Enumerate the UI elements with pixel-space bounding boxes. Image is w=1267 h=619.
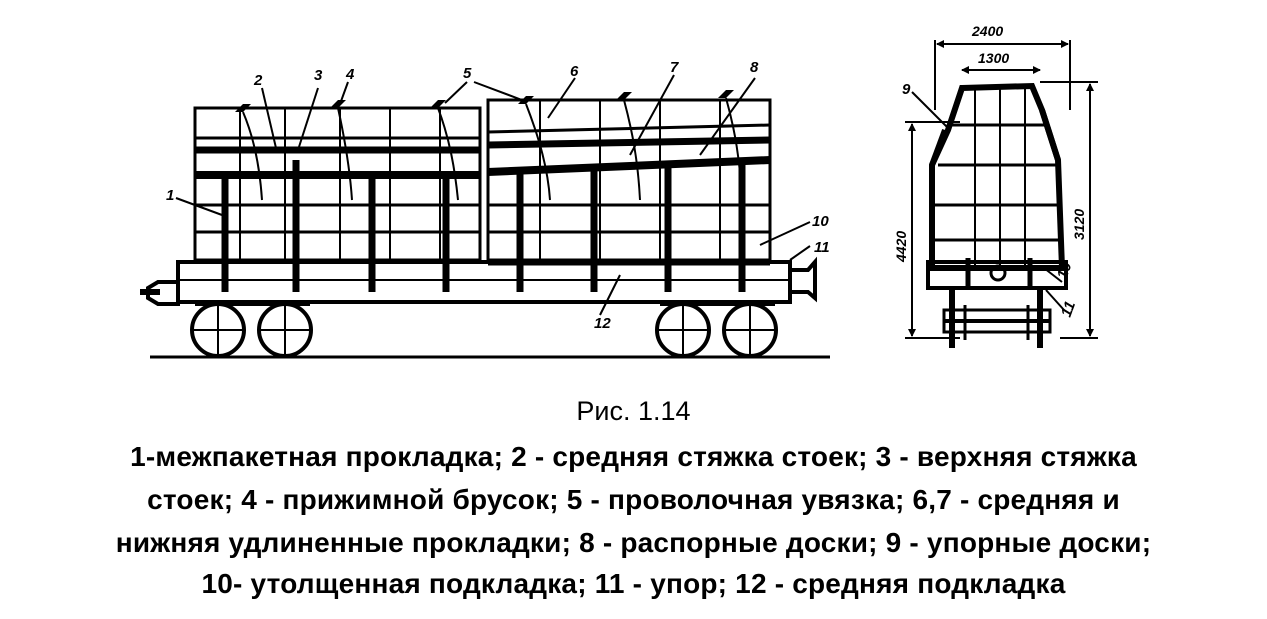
end-frame: [926, 260, 1068, 290]
bogie-left: [190, 302, 313, 358]
callout-3: 3: [314, 67, 323, 84]
caption-line-4: 10- утолщенная подкладка; 11 - упор; 12 …: [201, 568, 1066, 599]
caption-line-3: нижняя удлиненные прокладки; 8 - распорн…: [115, 527, 1152, 558]
callout-11-end: 11: [1058, 299, 1079, 319]
bogie-right: [655, 302, 778, 358]
callout-5: 5: [463, 65, 472, 82]
wagon-frame: [176, 260, 792, 304]
callout-11: 11: [814, 239, 830, 256]
dim-3120: 3120: [1071, 209, 1087, 240]
wagon-loading-diagram: 1 2 3 4 5 6 7 8 10 11 12 2400 1300 4420 …: [140, 23, 1098, 359]
load-stack-left: [193, 106, 482, 262]
callout-2: 2: [253, 72, 263, 89]
callout-10-end: 10: [1054, 259, 1076, 281]
end-bogie: [942, 288, 1052, 348]
dim-1300: 1300: [978, 50, 1009, 66]
dim-4420: 4420: [893, 231, 909, 263]
dim-2400: 2400: [971, 23, 1003, 39]
end-view: 2400 1300 4420 3120: [893, 23, 1098, 348]
side-leaders: [175, 74, 811, 316]
caption-line-1: 1-межпакетная прокладка; 2 - средняя стя…: [130, 441, 1137, 472]
side-view: 1 2 3 4 5 6 7 8 10 11 12: [140, 59, 830, 359]
stakes: [221, 160, 746, 292]
callout-9: 9: [902, 81, 911, 98]
right-coupler: [788, 256, 817, 303]
caption-line-2: стоек; 4 - прижимной брусок; 5 - проволо…: [147, 484, 1120, 515]
tie-bands: [195, 136, 771, 266]
figure-title: Рис. 1.14: [576, 396, 691, 426]
callout-8: 8: [750, 59, 759, 76]
clamp-blocks: [235, 90, 734, 112]
callout-6: 6: [570, 63, 579, 80]
callout-1: 1: [166, 187, 174, 204]
callout-12: 12: [594, 315, 611, 332]
callout-10: 10: [812, 213, 829, 230]
callout-7: 7: [670, 59, 679, 76]
callout-4: 4: [345, 66, 355, 83]
